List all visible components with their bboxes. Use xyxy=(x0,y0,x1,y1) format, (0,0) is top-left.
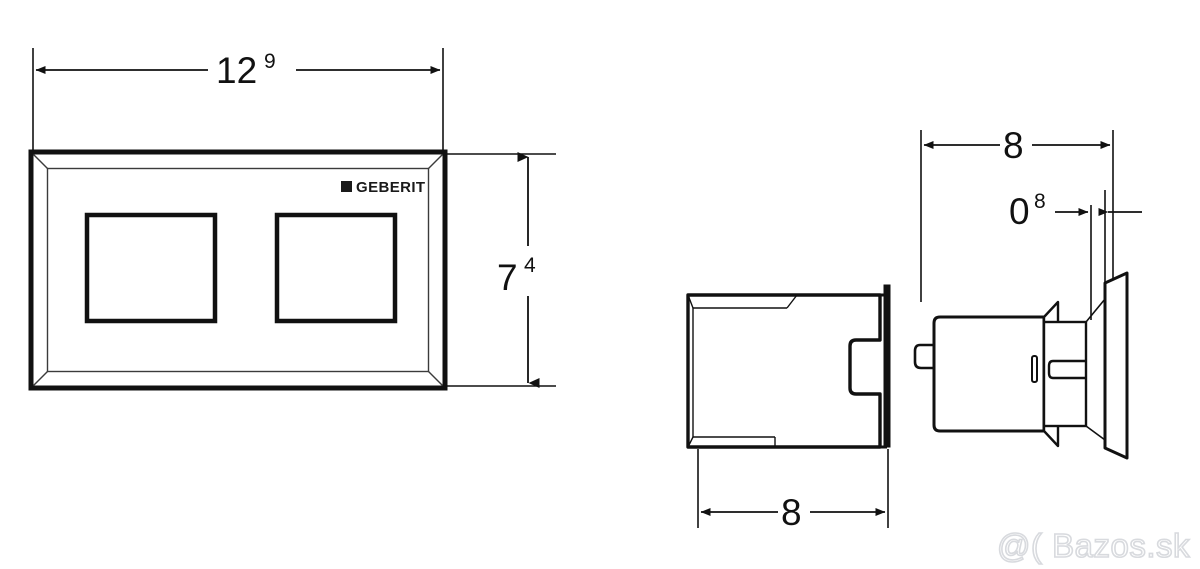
large-flush-button[interactable] xyxy=(84,212,218,324)
actuator-main-body xyxy=(932,315,1046,433)
dimension-label-plate-thickness: 0 xyxy=(1009,191,1030,232)
actuator-neck-slot-cap xyxy=(1047,359,1054,380)
dimension-label-plate-height: 7 xyxy=(497,257,518,298)
dimension-frame-depth-bottom: 8 xyxy=(697,449,889,533)
geberit-wordmark: GEBERIT xyxy=(356,179,425,196)
side-view-mounting-frame xyxy=(686,284,891,449)
actuator-left-tab xyxy=(913,343,936,370)
frame-right-flange xyxy=(883,284,891,448)
frame-body-outline xyxy=(686,293,882,449)
frame-top-left-miter xyxy=(687,294,694,309)
dimension-superscript-plate-height: 4 xyxy=(524,254,536,277)
front-view-plate: GEBERIT xyxy=(28,149,448,391)
dimension-plate-thickness: 0 8 xyxy=(1009,190,1142,320)
actuator-plate-profile xyxy=(1103,271,1129,460)
geberit-square-icon xyxy=(341,181,352,192)
bazos-watermark: @( Bazos.sk xyxy=(997,527,1190,564)
frame-bottom-left-miter xyxy=(687,436,694,448)
dimension-plate-width: 12 9 xyxy=(32,48,444,152)
actuator-tie-top xyxy=(1085,298,1106,323)
dimension-frame-depth-top: 8 xyxy=(920,125,1114,302)
plate-corner-miters xyxy=(33,154,443,386)
actuator-neck-body xyxy=(1042,320,1088,428)
actuator-body-slot xyxy=(1031,355,1038,383)
small-flush-button[interactable] xyxy=(274,212,398,324)
dimension-superscript-plate-thickness: 8 xyxy=(1034,190,1046,213)
plate-inner-bevel xyxy=(46,167,430,373)
actuator-tie-bottom xyxy=(1085,425,1106,441)
geberit-logo: GEBERIT xyxy=(341,179,425,196)
dimension-label-plate-width: 12 xyxy=(216,50,257,91)
dimension-superscript-plate-width: 9 xyxy=(264,50,276,73)
dimension-plate-height: 7 4 xyxy=(445,152,556,388)
dimension-label-frame-depth-top: 8 xyxy=(1003,125,1024,166)
dimension-label-frame-depth-bottom: 8 xyxy=(781,492,802,533)
side-view-actuator-unit xyxy=(913,271,1129,460)
frame-top-inner-miter xyxy=(786,294,798,309)
